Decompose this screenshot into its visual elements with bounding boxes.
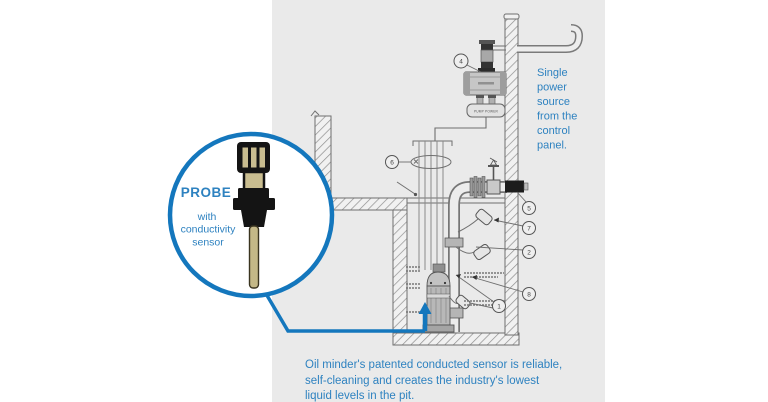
power-source-note: Single power source from the control pan… <box>537 67 577 152</box>
probe-rod <box>248 225 260 289</box>
callout-5 <box>522 201 536 215</box>
grommet-clamp <box>413 159 419 164</box>
gate-valve <box>486 157 501 195</box>
callout-4 <box>453 53 469 69</box>
caption: Oil minder's patented conducted sensor i… <box>305 359 562 402</box>
caption-line-3: liquid levels in the pit. <box>305 390 414 402</box>
discharge-piping <box>444 157 529 332</box>
cylinder-cap <box>479 40 495 44</box>
level-sensor-body <box>455 294 471 310</box>
pointer-arrow-head <box>418 302 432 314</box>
probe-flange <box>233 198 275 210</box>
power-note-line-6: panel. <box>537 140 567 152</box>
float-cable-upper <box>457 218 479 233</box>
power-note-line-4: from the <box>537 111 577 123</box>
callout-6 <box>385 155 399 169</box>
pump-cap <box>432 263 446 273</box>
drum-right-cap <box>500 72 506 95</box>
cable-bundle <box>396 140 453 270</box>
check-valve-flanges <box>469 176 486 198</box>
pump-base <box>422 324 455 333</box>
top-slab <box>330 197 408 211</box>
power-note-line-1: Single <box>537 67 568 79</box>
float-switch-upper <box>475 208 493 226</box>
drum-nameplate <box>478 82 494 85</box>
probe-pointer <box>263 291 432 333</box>
pointer-line <box>263 291 425 333</box>
probe-subtitle-line-1: with <box>197 211 217 223</box>
bundle-bracket <box>412 140 453 146</box>
power-note-line-2: power <box>537 82 567 94</box>
pump-body <box>426 285 451 326</box>
power-note-line-3: source <box>537 96 570 108</box>
callout-7-number: 7 <box>527 226 531 233</box>
pit-floor <box>392 332 520 346</box>
callout-1 <box>492 299 506 313</box>
wall-seal <box>505 180 524 193</box>
pipe-stub <box>523 182 529 191</box>
probe-callout: PROBE with conductivity sensor <box>167 131 335 299</box>
caption-line-1: Oil minder's patented conducted sensor i… <box>305 359 562 371</box>
callout-8-number: 8 <box>527 292 531 299</box>
ground-wire <box>396 181 416 195</box>
pit-structure <box>310 13 520 346</box>
power-note-line-5: control <box>537 125 570 137</box>
wall-top-cap <box>503 13 520 20</box>
sump-pump <box>422 263 455 333</box>
pit-left-wall <box>392 209 408 336</box>
callout-8 <box>522 287 536 301</box>
gooseneck-outlet <box>517 24 584 53</box>
probe-subtitle-line-2: conductivity <box>181 224 237 236</box>
valve-stem-handle <box>489 157 498 166</box>
wall-break-mark <box>310 110 320 117</box>
pipe-coupling-upper <box>444 237 464 248</box>
probe-collar <box>238 188 269 201</box>
callout-5-number: 5 <box>527 206 531 213</box>
float-cable-lower <box>455 246 475 254</box>
power-cylinder-body <box>480 49 494 63</box>
callout-1-number: 1 <box>497 304 501 311</box>
callout-6-number: 6 <box>390 160 394 167</box>
cylinder-elbow <box>478 68 495 74</box>
leader-arrow-8 <box>472 275 477 280</box>
callouts: 4 6 5 7 2 8 1 <box>385 53 536 313</box>
callout-7 <box>522 221 536 235</box>
pump-power-label: PUMP POWER <box>474 110 499 114</box>
caption-line-2: self-cleaning and creates the industry's… <box>305 375 540 387</box>
leader-arrow-7 <box>494 217 499 223</box>
leader-arrow-1 <box>456 274 461 279</box>
power-cable <box>434 117 487 141</box>
power-cylinder <box>481 44 493 50</box>
probe-illustration <box>233 142 275 289</box>
probe-lower-body <box>241 210 267 227</box>
power-cylinder-band <box>481 62 493 70</box>
power-control-unit: PUMP POWER <box>434 40 507 141</box>
drum-left-cap <box>464 72 470 95</box>
probe-title: PROBE <box>181 185 232 200</box>
callout-2 <box>522 245 536 259</box>
callout-2-number: 2 <box>527 250 531 257</box>
probe-subtitle-line-3: sensor <box>192 237 224 249</box>
callout-4-number: 4 <box>459 59 463 66</box>
